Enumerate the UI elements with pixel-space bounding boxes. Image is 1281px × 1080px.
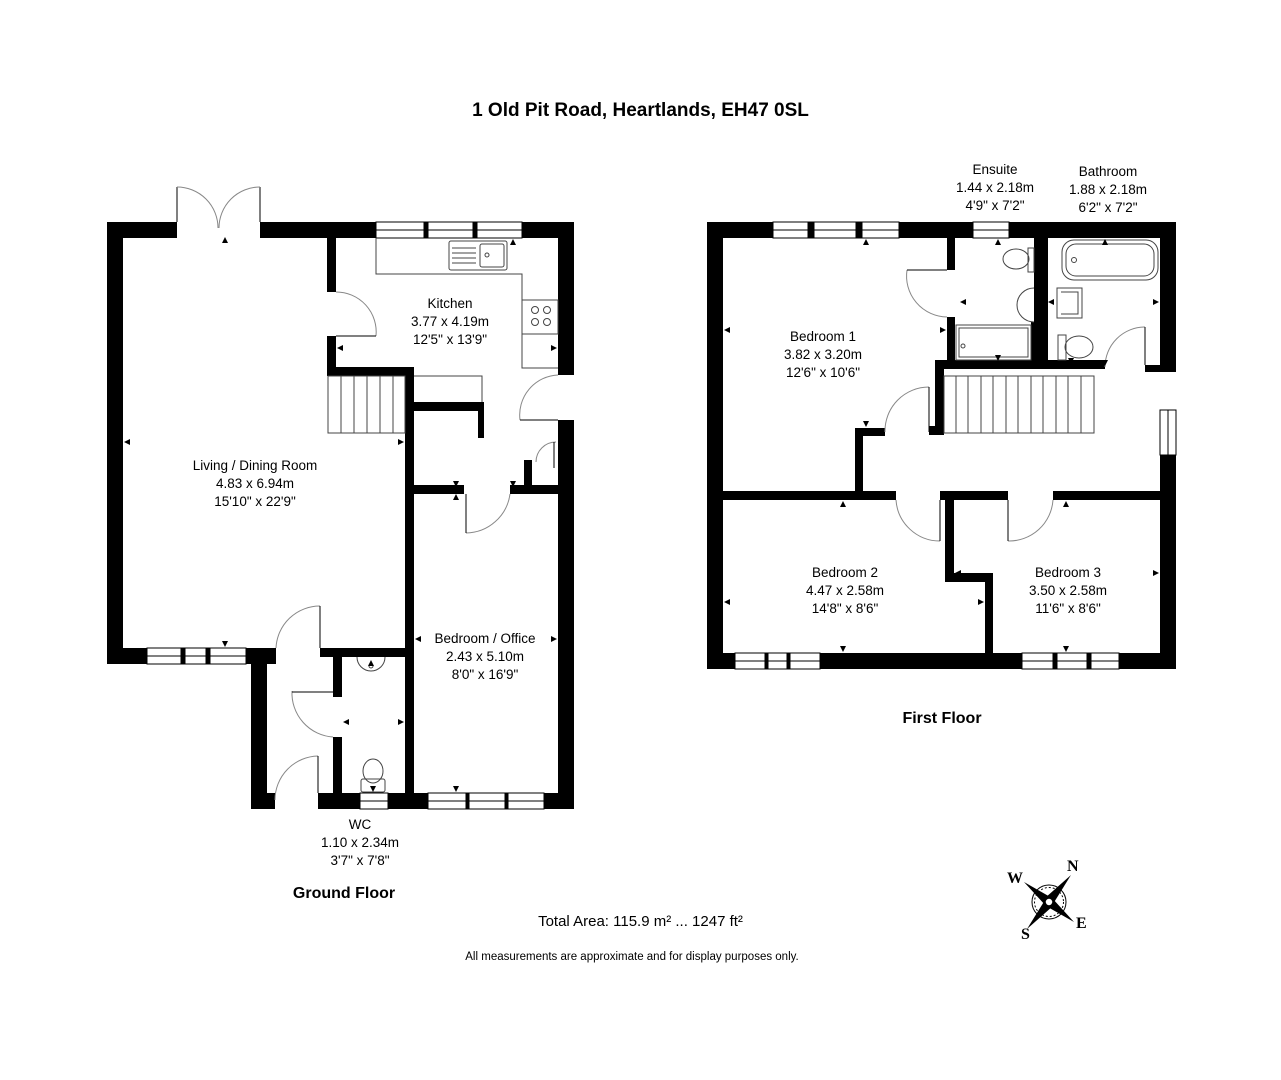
compass-west-label: W	[1007, 870, 1023, 887]
room-metric: 2.43 x 5.10m	[445, 649, 525, 664]
room-label-living-dining: Living / Dining Room 4.83 x 6.94m 15'10"…	[165, 457, 345, 511]
room-imperial: 15'10" x 22'9"	[214, 494, 296, 509]
room-label-kitchen: Kitchen 3.77 x 4.19m 12'5" x 13'9"	[390, 295, 510, 349]
room-imperial: 3'7" x 7'8"	[330, 853, 390, 868]
room-label-ensuite: Ensuite 1.44 x 2.18m 4'9" x 7'2"	[945, 161, 1045, 215]
disclaimer-text: All measurements are approximate and for…	[465, 951, 799, 963]
floor-label-ground: Ground Floor	[292, 885, 396, 902]
compass-east-label: E	[1076, 915, 1087, 932]
room-name: Bedroom 2	[811, 565, 879, 580]
room-imperial: 11'6" x 8'6"	[1035, 601, 1101, 616]
compass-rose-icon	[1024, 875, 1074, 929]
room-name: Bedroom 3	[1034, 565, 1102, 580]
room-imperial: 8'0" x 16'9"	[451, 667, 519, 682]
room-label-bedroom-office: Bedroom / Office 2.43 x 5.10m 8'0" x 16'…	[420, 630, 550, 684]
ground-floor-doors	[176, 186, 559, 801]
room-name: Bathroom	[1078, 164, 1138, 179]
total-area: Total Area: 115.9 m² ... 1247 ft²	[538, 913, 743, 930]
first-floor-fixtures	[943, 239, 1159, 434]
room-label-bedroom-3: Bedroom 3 3.50 x 2.58m 11'6" x 8'6"	[1013, 564, 1123, 618]
room-imperial: 14'8" x 8'6"	[811, 601, 879, 616]
room-metric: 3.50 x 2.58m	[1028, 583, 1108, 598]
compass-south-label: S	[1021, 926, 1030, 943]
room-label-bedroom-2: Bedroom 2 4.47 x 2.58m 14'8" x 8'6"	[790, 564, 900, 618]
ground-floor-windows	[146, 221, 545, 810]
floor-label-first: First Floor	[902, 710, 982, 727]
room-imperial: 12'6" x 10'6"	[785, 365, 861, 380]
room-name: WC	[348, 817, 372, 832]
room-name: Bedroom / Office	[434, 631, 536, 646]
room-metric: 1.10 x 2.34m	[320, 835, 400, 850]
room-imperial: 6'2" x 7'2"	[1078, 200, 1138, 215]
room-metric: 1.44 x 2.18m	[955, 180, 1035, 195]
first-floor-windows	[734, 221, 1177, 670]
room-metric: 3.77 x 4.19m	[410, 314, 490, 329]
room-metric: 3.82 x 3.20m	[783, 347, 863, 362]
room-label-bedroom-1: Bedroom 1 3.82 x 3.20m 12'6" x 10'6"	[768, 328, 878, 382]
room-metric: 4.47 x 2.58m	[805, 583, 885, 598]
room-name: Bedroom 1	[789, 329, 857, 344]
room-name: Ensuite	[972, 162, 1018, 177]
first-floor-doors	[884, 269, 1146, 542]
room-imperial: 4'9" x 7'2"	[965, 198, 1025, 213]
room-metric: 1.88 x 2.18m	[1068, 182, 1148, 197]
room-metric: 4.83 x 6.94m	[215, 476, 295, 491]
room-label-bathroom: Bathroom 1.88 x 2.18m 6'2" x 7'2"	[1058, 163, 1158, 217]
ground-floor-plan	[107, 222, 574, 809]
room-name: Kitchen	[427, 296, 473, 311]
first-floor-plan	[707, 222, 1176, 669]
property-address-title: 1 Old Pit Road, Heartlands, EH47 0SL	[472, 100, 809, 121]
ground-floor-fixtures	[327, 238, 559, 793]
room-name: Living / Dining Room	[192, 458, 318, 473]
dimension-markers	[124, 237, 1159, 792]
compass-north-label: N	[1067, 858, 1079, 875]
room-imperial: 12'5" x 13'9"	[412, 332, 488, 347]
room-label-wc: WC 1.10 x 2.34m 3'7" x 7'8"	[310, 816, 410, 870]
